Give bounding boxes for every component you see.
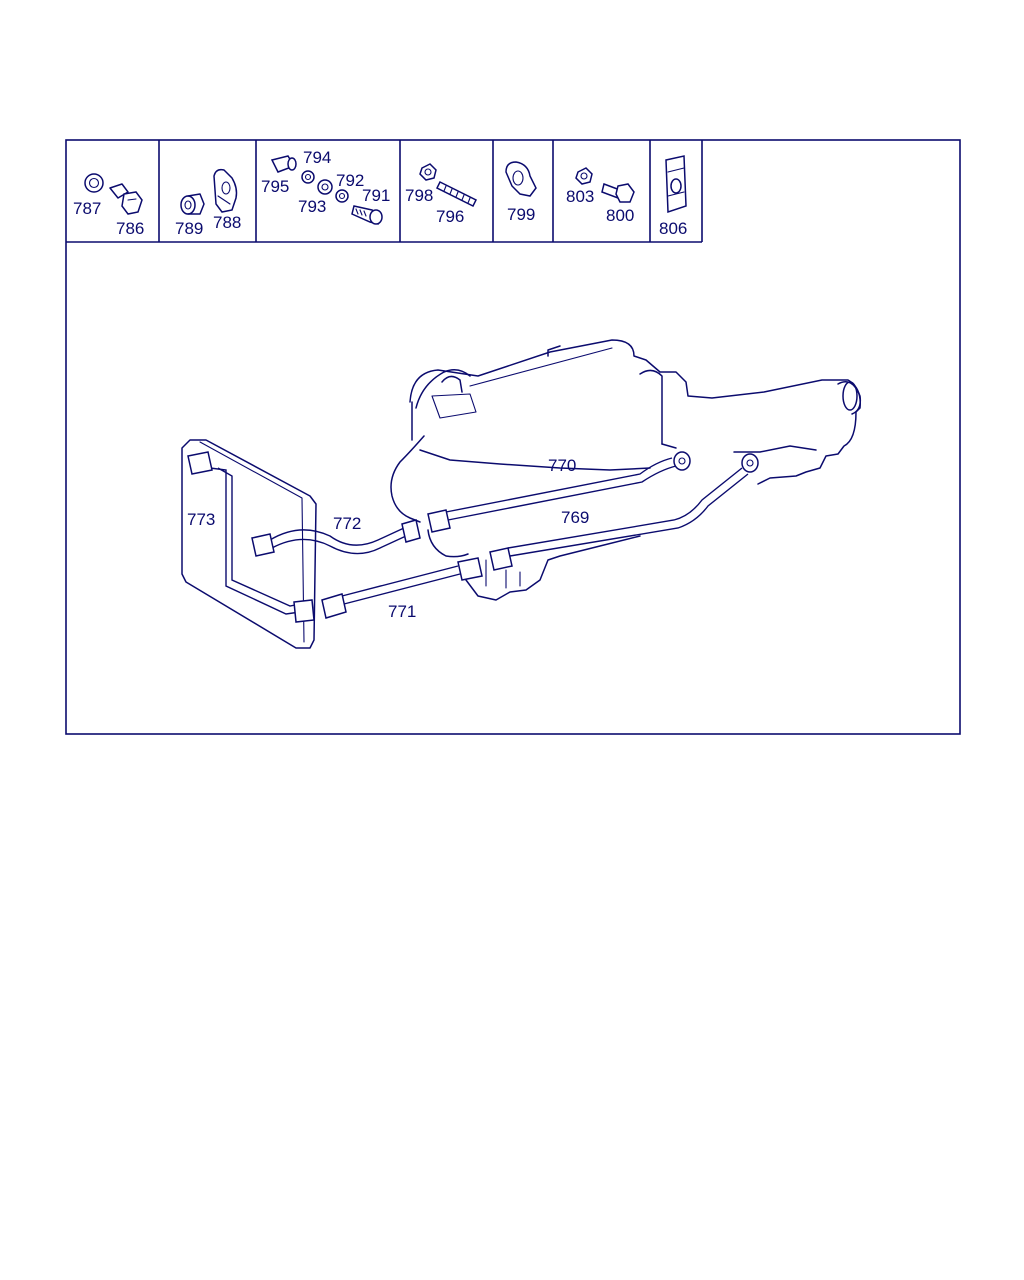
pipe-773: [187, 451, 315, 623]
diagram-frame: [65, 139, 961, 735]
part-806-bracket-icon: [665, 155, 687, 214]
label-791: 791: [362, 186, 390, 205]
part-788-clamp-icon: [213, 168, 238, 213]
part-795-sleeve-icon: [270, 155, 297, 173]
part-789-grommet-icon: [180, 193, 205, 215]
pipe-772: [251, 519, 421, 557]
part-800-bolt-icon: [601, 183, 635, 203]
label-787: 787: [73, 199, 101, 218]
label-788: 788: [213, 213, 241, 232]
part-792-ring-icon: [335, 189, 349, 203]
label-771: 771: [388, 602, 416, 621]
label-803: 803: [566, 187, 594, 206]
part-793-nut-icon: [317, 179, 333, 195]
label-789: 789: [175, 219, 203, 238]
label-795: 795: [261, 177, 289, 196]
part-786-banjo-bolt-icon: [109, 183, 143, 215]
part-803-nut-icon: [575, 167, 593, 185]
part-787-washer-icon: [84, 173, 104, 193]
oil-cooler: [181, 439, 317, 649]
part-791-bolt-icon: [351, 205, 383, 225]
label-800: 800: [606, 206, 634, 225]
label-794: 794: [303, 148, 331, 167]
pipe-771: [321, 557, 483, 619]
pipe-769: [489, 453, 759, 571]
small-parts-header: [66, 140, 703, 243]
label-799: 799: [507, 205, 535, 224]
label-773: 773: [187, 510, 215, 529]
part-796-stud-icon: [435, 180, 478, 208]
label-792: 792: [336, 171, 364, 190]
pipe-770: [427, 451, 691, 533]
label-772: 772: [333, 514, 361, 533]
label-796: 796: [436, 207, 464, 226]
label-793: 793: [298, 197, 326, 216]
label-770: 770: [548, 456, 576, 475]
label-786: 786: [116, 219, 144, 238]
engine-transmission-drawing: [390, 339, 862, 601]
part-798-nut-icon: [419, 163, 437, 181]
label-769: 769: [561, 508, 589, 527]
label-806: 806: [659, 219, 687, 238]
part-794-ring-icon: [301, 170, 315, 184]
part-799-clip-icon: [505, 161, 537, 197]
label-798: 798: [405, 186, 433, 205]
